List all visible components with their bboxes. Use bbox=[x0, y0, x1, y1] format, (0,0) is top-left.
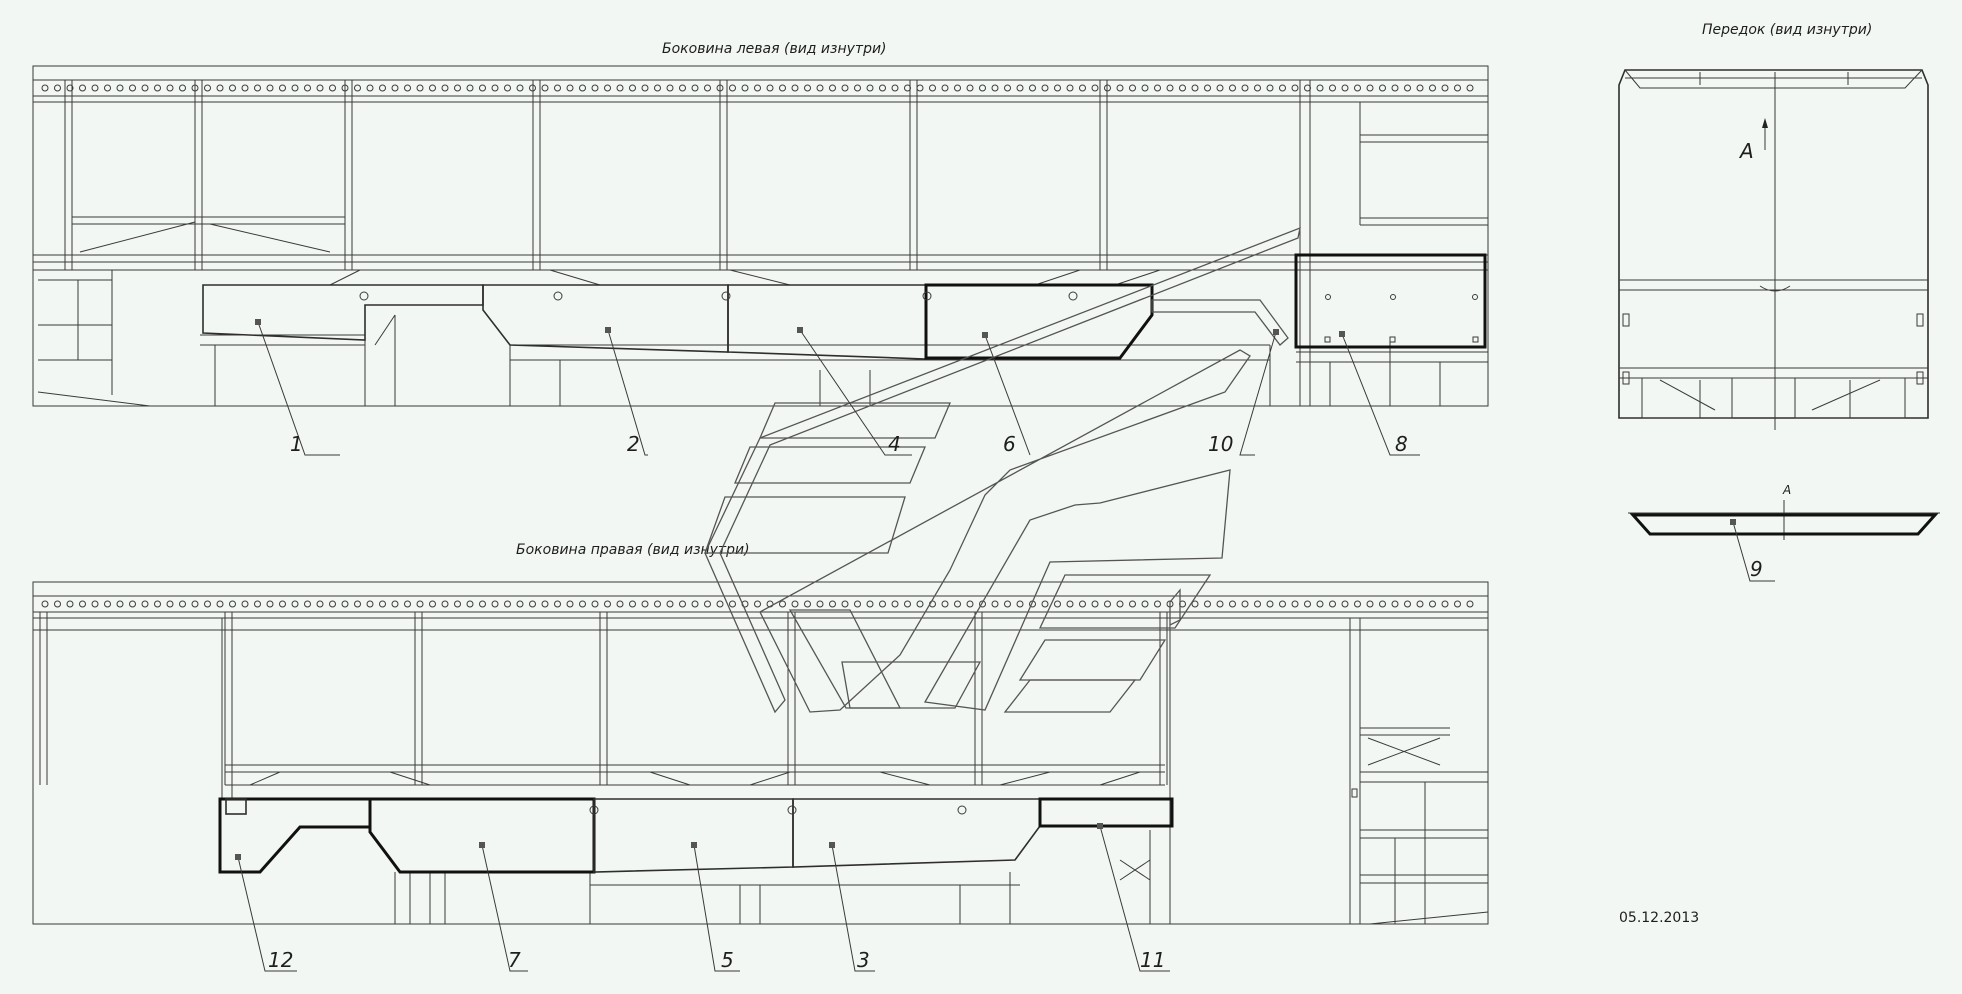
emblem-overlay bbox=[704, 226, 1301, 714]
drawing-date: 05.12.2013 bbox=[1619, 910, 1699, 926]
callout-11: 11 bbox=[1140, 948, 1165, 972]
panel-4 bbox=[727, 284, 927, 360]
title-left-side: Боковина левая (вид изнутри) bbox=[662, 41, 887, 57]
panel-7 bbox=[368, 797, 596, 874]
section-arrow-label: A bbox=[1738, 139, 1754, 163]
callout-7: 7 bbox=[508, 948, 521, 972]
panel-1 bbox=[202, 284, 484, 341]
callout-1: 1 bbox=[290, 432, 303, 456]
callout-labels: 1 2 4 6 10 8 9 12 7 5 3 11 bbox=[268, 432, 1763, 972]
panel-6 bbox=[924, 283, 1154, 360]
callout-6: 6 bbox=[1003, 432, 1016, 456]
leaders bbox=[235, 319, 1775, 972]
front-view: A bbox=[1618, 69, 1929, 430]
left-side-frame bbox=[32, 65, 1489, 407]
top-panels bbox=[202, 253, 1487, 360]
section-a: A bbox=[1628, 483, 1940, 540]
section-label: A bbox=[1782, 483, 1791, 497]
panel-12 bbox=[218, 797, 372, 874]
callout-4: 4 bbox=[888, 432, 901, 456]
title-front: Передок (вид изнутри) bbox=[1702, 22, 1872, 38]
callout-2: 2 bbox=[627, 432, 640, 456]
callout-8: 8 bbox=[1395, 432, 1408, 456]
callout-10: 10 bbox=[1208, 432, 1233, 456]
right-side-frame bbox=[32, 581, 1489, 925]
panel-3 bbox=[792, 798, 1041, 868]
panel-5 bbox=[593, 798, 794, 873]
panel-11 bbox=[1038, 797, 1174, 828]
panel-2 bbox=[482, 284, 729, 353]
callout-5: 5 bbox=[721, 948, 734, 972]
panel-8 bbox=[1294, 253, 1487, 349]
title-right-side: Боковина правая (вид изнутри) bbox=[516, 542, 750, 558]
callout-9: 9 bbox=[1750, 557, 1763, 581]
bottom-panels bbox=[218, 788, 1358, 874]
callout-12: 12 bbox=[268, 948, 293, 972]
callout-3: 3 bbox=[857, 948, 870, 972]
panel-10 bbox=[1151, 299, 1289, 346]
